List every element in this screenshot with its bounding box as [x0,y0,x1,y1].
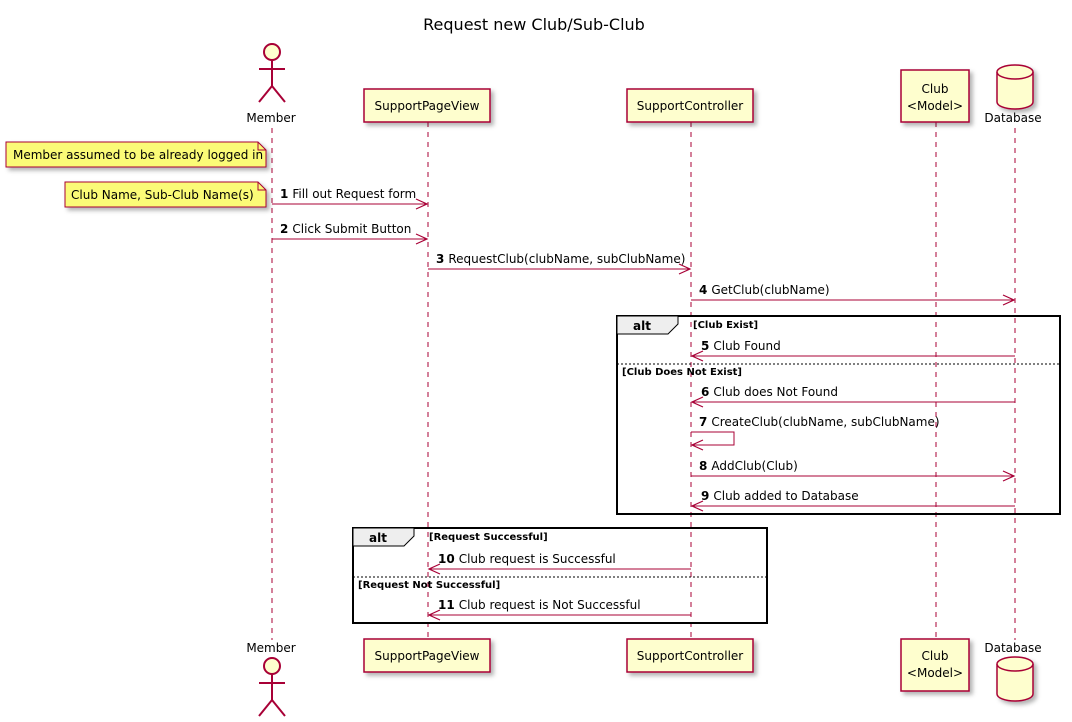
message-number: 1 [280,187,288,201]
actor-head-icon [263,657,281,675]
note-logged-in [5,141,267,168]
message-6-label: 6 Club does Not Found [701,385,838,399]
participant-database-label: Database [984,111,1041,125]
messages: 1 Fill out Request form 2 Click Submit Butt… [272,187,1016,621]
alt-group-1-guard-1: [Club Exist] [693,320,758,331]
message-text: CreateClub(clubName, subClubName) [711,415,939,429]
message-9-label: 9 Club added to Database [701,489,859,503]
message-number: 3 [436,252,444,266]
lifelines [271,122,1016,640]
message-2-label: 2 Click Submit Button [280,222,411,236]
message-text: Club request is Not Successful [459,598,641,612]
message-text: Club does Not Found [713,385,838,399]
participant-supportcontroller-label: SupportController [637,99,744,113]
message-text: Fill out Request form [292,187,416,201]
message-11-label: 11 Club request is Not Successful [438,598,641,612]
message-number: 8 [699,459,707,473]
message-number: 4 [699,283,707,297]
note-club-names-text: Club Name, Sub-Club Name(s) [71,188,254,202]
alt-group-club-exist [616,315,1061,515]
message-1-label: 1 Fill out Request form [280,187,416,201]
message-8: 8 AddClub(Club) [691,459,1016,482]
message-4-label: 4 GetClub(clubName) [699,283,830,297]
message-5: 5 Club Found [690,339,1015,362]
participant-supportcontroller-label-bottom: SupportController [637,649,744,663]
participant-supportpageview-box-bottom [363,638,491,673]
participant-member-label-bottom: Member [246,641,295,655]
message-10-label: 10 Club request is Successful [438,552,616,566]
alt-group-1-guard-2: [Club Does Not Exist] [622,367,742,378]
message-number: 5 [701,339,709,353]
message-text: Club added to Database [713,489,858,503]
alt-group-request-successful [352,527,768,624]
message-7-label: 7 CreateClub(clubName, subClubName) [699,415,940,429]
alt-group-2-guard-1: [Request Successful] [429,532,548,543]
message-3: 3 RequestClub(clubName, subClubName) [428,252,692,275]
message-text: RequestClub(clubName, subClubName) [448,252,685,266]
message-number: 2 [280,222,288,236]
actor-head-icon [263,43,281,61]
note-logged-in-text: Member assumed to be already logged in [13,148,263,162]
alt-group-2-guard-2: [Request Not Successful] [358,580,500,591]
participant-member-top [258,43,286,103]
participant-member-label: Member [246,111,295,125]
participant-club-label-line1: Club [922,82,949,96]
message-7: 7 CreateClub(clubName, subClubName) [690,415,940,451]
participant-club-label-line2-bottom: <Model> [907,666,963,680]
message-number: 6 [701,385,709,399]
message-number: 9 [701,489,709,503]
note-club-names [64,181,267,208]
message-6: 6 Club does Not Found [690,385,1015,408]
participant-supportpageview-label-bottom: SupportPageView [375,649,480,663]
message-text: Click Submit Button [292,222,411,236]
alt-group-2-keyword: alt [369,531,387,545]
participant-club-label-line2: <Model> [907,99,963,113]
message-text: Club request is Successful [459,552,616,566]
message-text: Club Found [713,339,780,353]
message-number: 7 [699,415,707,429]
message-text: GetClub(clubName) [711,283,829,297]
message-5-label: 5 Club Found [701,339,781,353]
message-number: 10 [438,552,455,566]
message-8-label: 8 AddClub(Club) [699,459,798,473]
message-11: 11 Club request is Not Successful [427,598,691,621]
participant-member-bottom [258,657,286,717]
database-icon [996,64,1034,110]
message-9: 9 Club added to Database [690,489,1015,512]
database-icon [996,656,1034,702]
participant-club-model-box [900,69,970,123]
participant-supportpageview-label: SupportPageView [375,99,480,113]
message-text: AddClub(Club) [711,459,797,473]
message-10: 10 Club request is Successful [427,552,691,575]
diagram-title: Request new Club/Sub-Club [423,15,645,34]
participant-club-label-line1-bottom: Club [922,649,949,663]
message-4: 4 GetClub(clubName) [691,283,1016,306]
participant-database-label-bottom: Database [984,641,1041,655]
message-3-label: 3 RequestClub(clubName, subClubName) [436,252,685,266]
alt-group-1-keyword: alt [633,319,651,333]
message-number: 11 [438,598,455,612]
participant-supportcontroller-box [626,88,754,123]
participant-supportpageview-box [363,88,491,123]
participant-club-model-box-bottom [900,638,970,692]
participant-supportcontroller-box-bottom [626,638,754,673]
message-1: 1 Fill out Request form [272,187,429,210]
message-2: 2 Click Submit Button [272,222,429,245]
